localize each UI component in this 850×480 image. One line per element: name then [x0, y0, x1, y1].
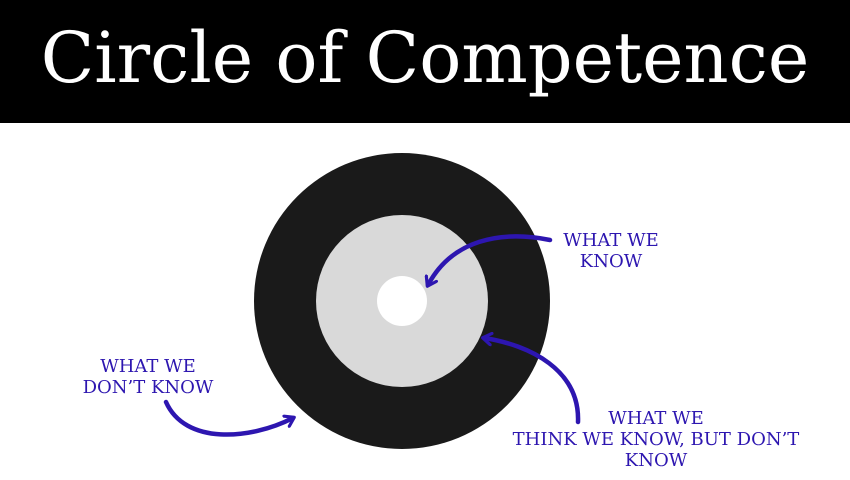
label-what-we-dont-know: WHAT WE DON’T KNOW: [82, 356, 214, 398]
label-what-we-think-we-know: WHAT WE THINK WE KNOW, BUT DON’T KNOW: [512, 408, 800, 471]
inner-core-what-we-know: [377, 276, 427, 326]
title-banner: Circle of Competence: [0, 0, 850, 123]
page-title: Circle of Competence: [40, 16, 810, 99]
arrow-what-we-know: [428, 234, 553, 285]
arrow-what-we-dont-know: [163, 399, 293, 437]
label-what-we-know: WHAT WE KNOW: [563, 230, 659, 272]
arrow-think-we-know: [484, 338, 581, 425]
